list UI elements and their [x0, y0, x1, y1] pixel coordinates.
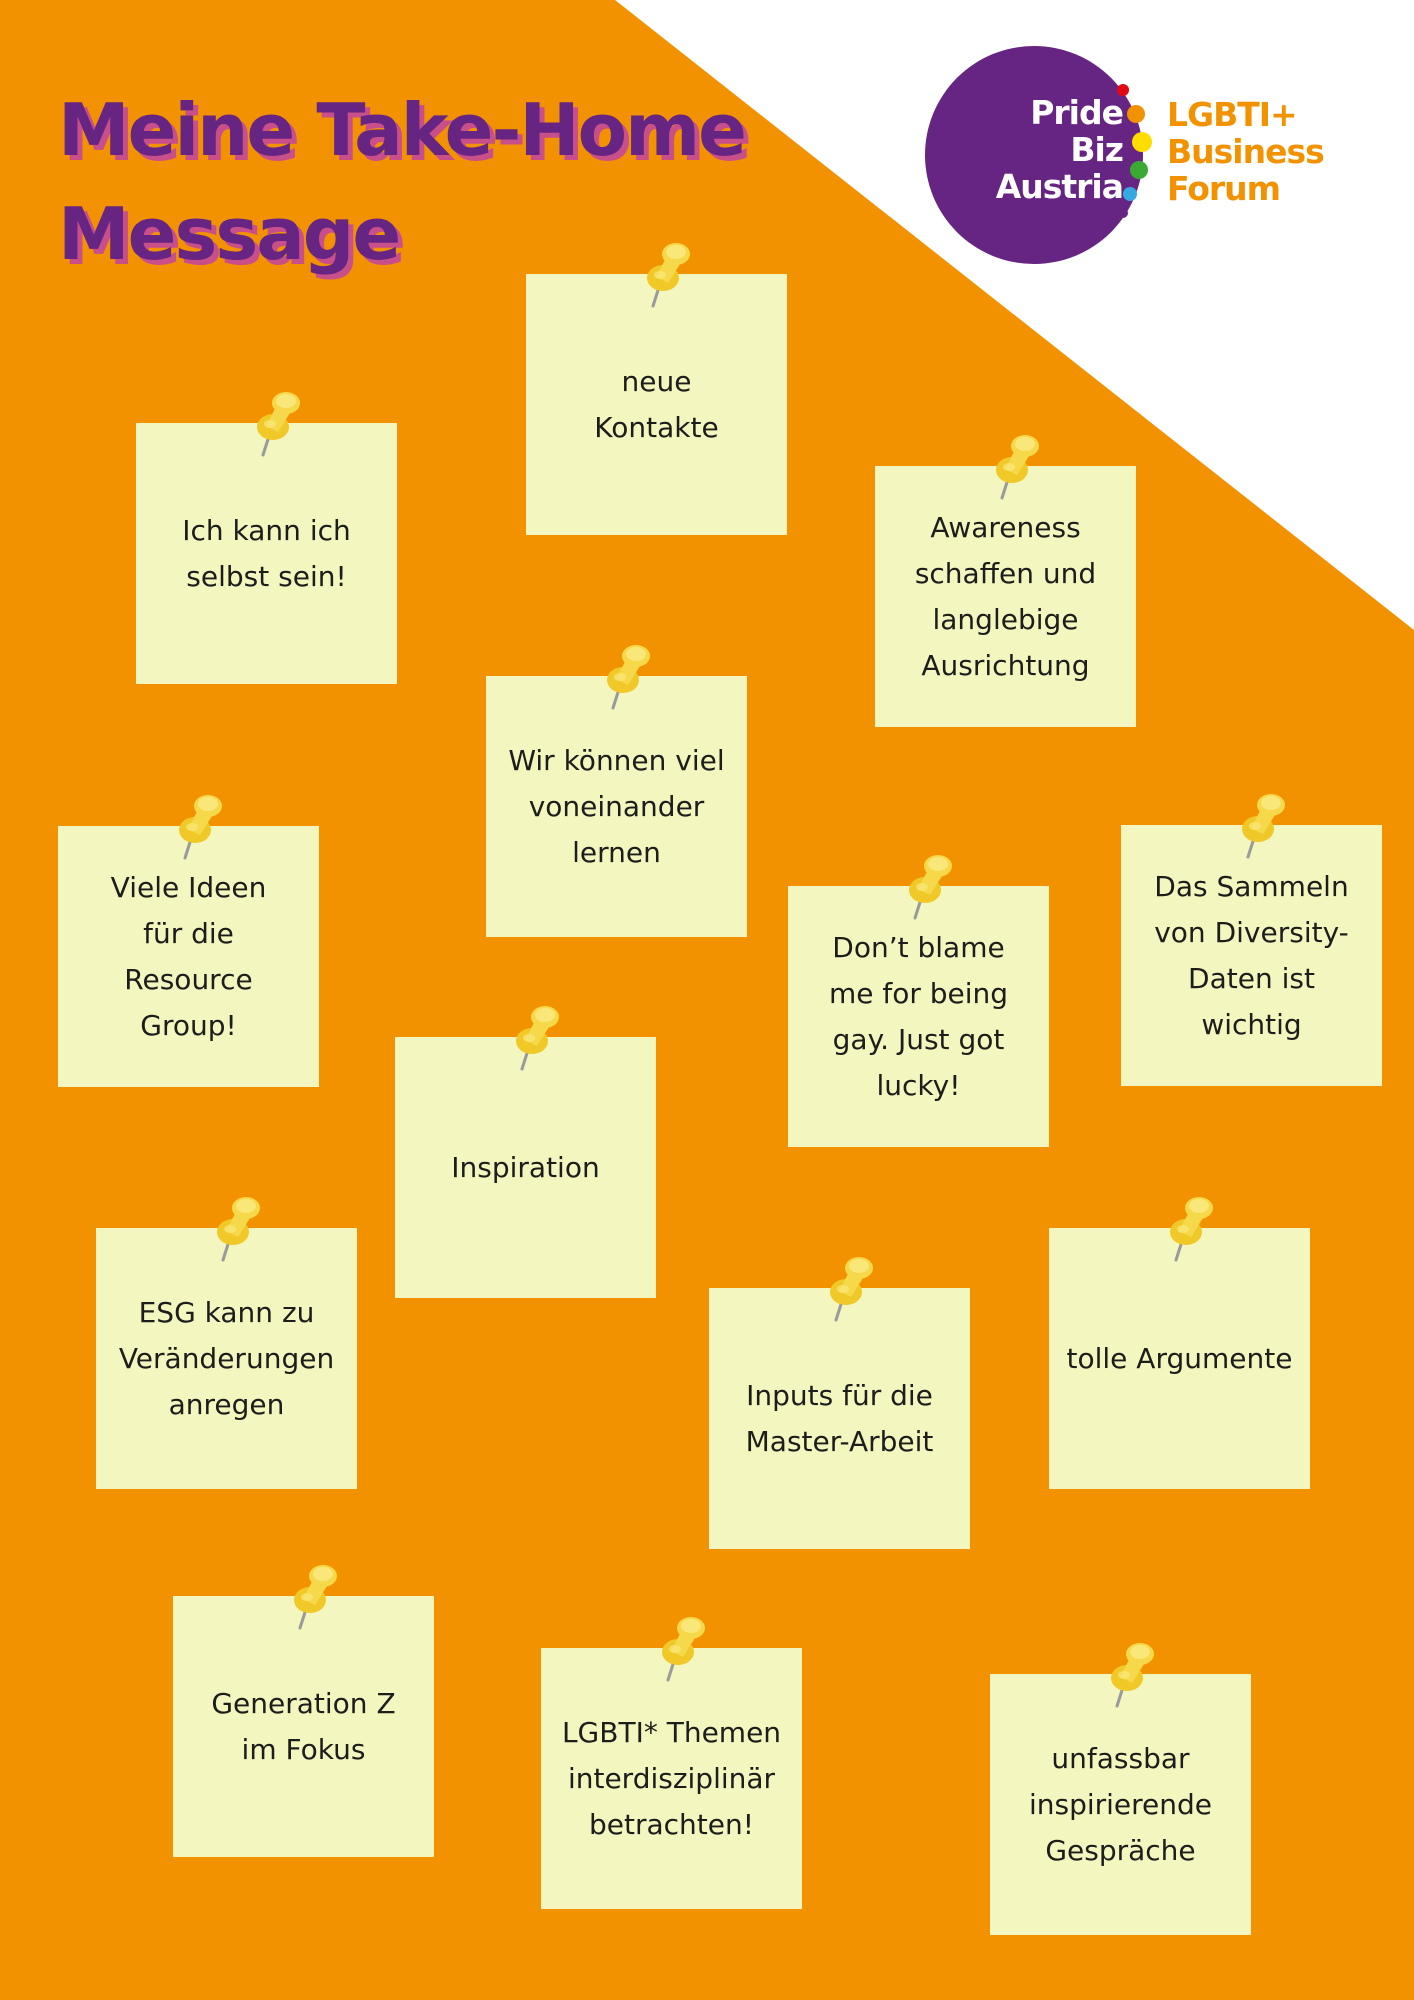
sticky-note-lgbti-themen: LGBTI* Themen interdisziplinär betrachte…: [541, 1648, 802, 1909]
logo-dot-orange: [1127, 105, 1145, 123]
pushpin-icon: [828, 1255, 875, 1322]
note-text: Don’t blame me for being gay. Just got l…: [828, 930, 1009, 1102]
pushpin-icon: [907, 853, 954, 920]
note-text: Viele Ideen für die Resource Group!: [110, 870, 267, 1042]
sticky-note-ich-kann-ich-selbst-sein: Ich kann ich selbst sein!: [136, 423, 397, 684]
pushpin-icon: [994, 433, 1041, 500]
logo-dot-red: [1117, 84, 1129, 96]
logo-circle-text: Pride Biz Austria: [995, 93, 1124, 206]
logo-rainbow-dots: [1117, 84, 1152, 218]
logo-right-text: LGBTI+ Business Forum: [1167, 95, 1325, 208]
sticky-note-tolle-argumente: tolle Argumente: [1049, 1228, 1310, 1489]
logo-dot-blue: [1123, 187, 1137, 201]
sticky-note-inspiration: Inspiration: [395, 1037, 656, 1298]
note-text: Das Sammeln von Diversity- Daten ist wic…: [1154, 869, 1349, 1041]
logo-right-line-3: Forum: [1167, 169, 1281, 208]
pushpin-icon: [514, 1004, 561, 1071]
logo-circle: Pride Biz Austria: [925, 46, 1143, 264]
note-text: LGBTI* Themen interdisziplinär betrachte…: [561, 1715, 782, 1841]
note-text: Wir können viel voneinander lernen: [508, 743, 725, 869]
pushpin-icon: [292, 1563, 339, 1630]
logo-circle-line-3: Austria: [995, 167, 1124, 206]
logo-right-line-1: LGBTI+: [1167, 95, 1298, 134]
title-line-1: Meine Take-Home: [58, 88, 747, 172]
logo-dot-yellow: [1132, 132, 1152, 152]
sticky-note-viele-ideen: Viele Ideen für die Resource Group!: [58, 826, 319, 1087]
sticky-note-voneinander-lernen: Wir können viel voneinander lernen: [486, 676, 747, 937]
note-text: tolle Argumente: [1066, 1341, 1293, 1375]
note-text: Ich kann ich selbst sein!: [182, 513, 351, 593]
title-line-2: Message: [58, 192, 401, 276]
sticky-note-generation-z: Generation Z im Fokus: [173, 1596, 434, 1857]
pushpin-icon: [1168, 1195, 1215, 1262]
sticky-note-diversity-daten: Das Sammeln von Diversity- Daten ist wic…: [1121, 825, 1382, 1086]
note-text: Inspiration: [451, 1150, 600, 1184]
sticky-note-gespraeche: unfassbar inspirierende Gespräche: [990, 1674, 1251, 1935]
pushpin-icon: [660, 1615, 707, 1682]
note-text: Generation Z im Fokus: [211, 1686, 396, 1766]
page-title: Meine Take-Home Message: [58, 78, 778, 286]
sticky-note-neue-kontakte: neue Kontakte: [526, 274, 787, 535]
sticky-note-dont-blame-me: Don’t blame me for being gay. Just got l…: [788, 886, 1049, 1147]
pushpin-icon: [177, 793, 224, 860]
pushpin-icon: [1240, 792, 1287, 859]
logo-circle-line-1: Pride: [1030, 93, 1124, 132]
pushpin-icon: [1109, 1641, 1156, 1708]
note-text: ESG kann zu Veränderungen anregen: [118, 1295, 335, 1421]
pride-biz-austria-logo: Pride Biz Austria LGBTI+ Business Forum: [925, 42, 1345, 272]
pushpin-icon: [605, 643, 652, 710]
sticky-note-awareness-schaffen: Awareness schaffen und langlebige Ausric…: [875, 466, 1136, 727]
sticky-note-master-arbeit: Inputs für die Master-Arbeit: [709, 1288, 970, 1549]
logo-dot-purple: [1118, 208, 1128, 218]
pushpin-icon: [645, 241, 692, 308]
note-text: Awareness schaffen und langlebige Ausric…: [914, 510, 1097, 682]
logo-circle-line-2: Biz: [1070, 130, 1124, 169]
sticky-note-esg: ESG kann zu Veränderungen anregen: [96, 1228, 357, 1489]
note-text: Inputs für die Master-Arbeit: [745, 1378, 934, 1458]
note-text: unfassbar inspirierende Gespräche: [1028, 1741, 1213, 1867]
pushpin-icon: [255, 390, 302, 457]
logo-dot-green: [1130, 161, 1148, 179]
pushpin-icon: [215, 1195, 262, 1262]
logo-right-line-2: Business: [1167, 132, 1325, 171]
note-text: neue Kontakte: [594, 364, 719, 444]
